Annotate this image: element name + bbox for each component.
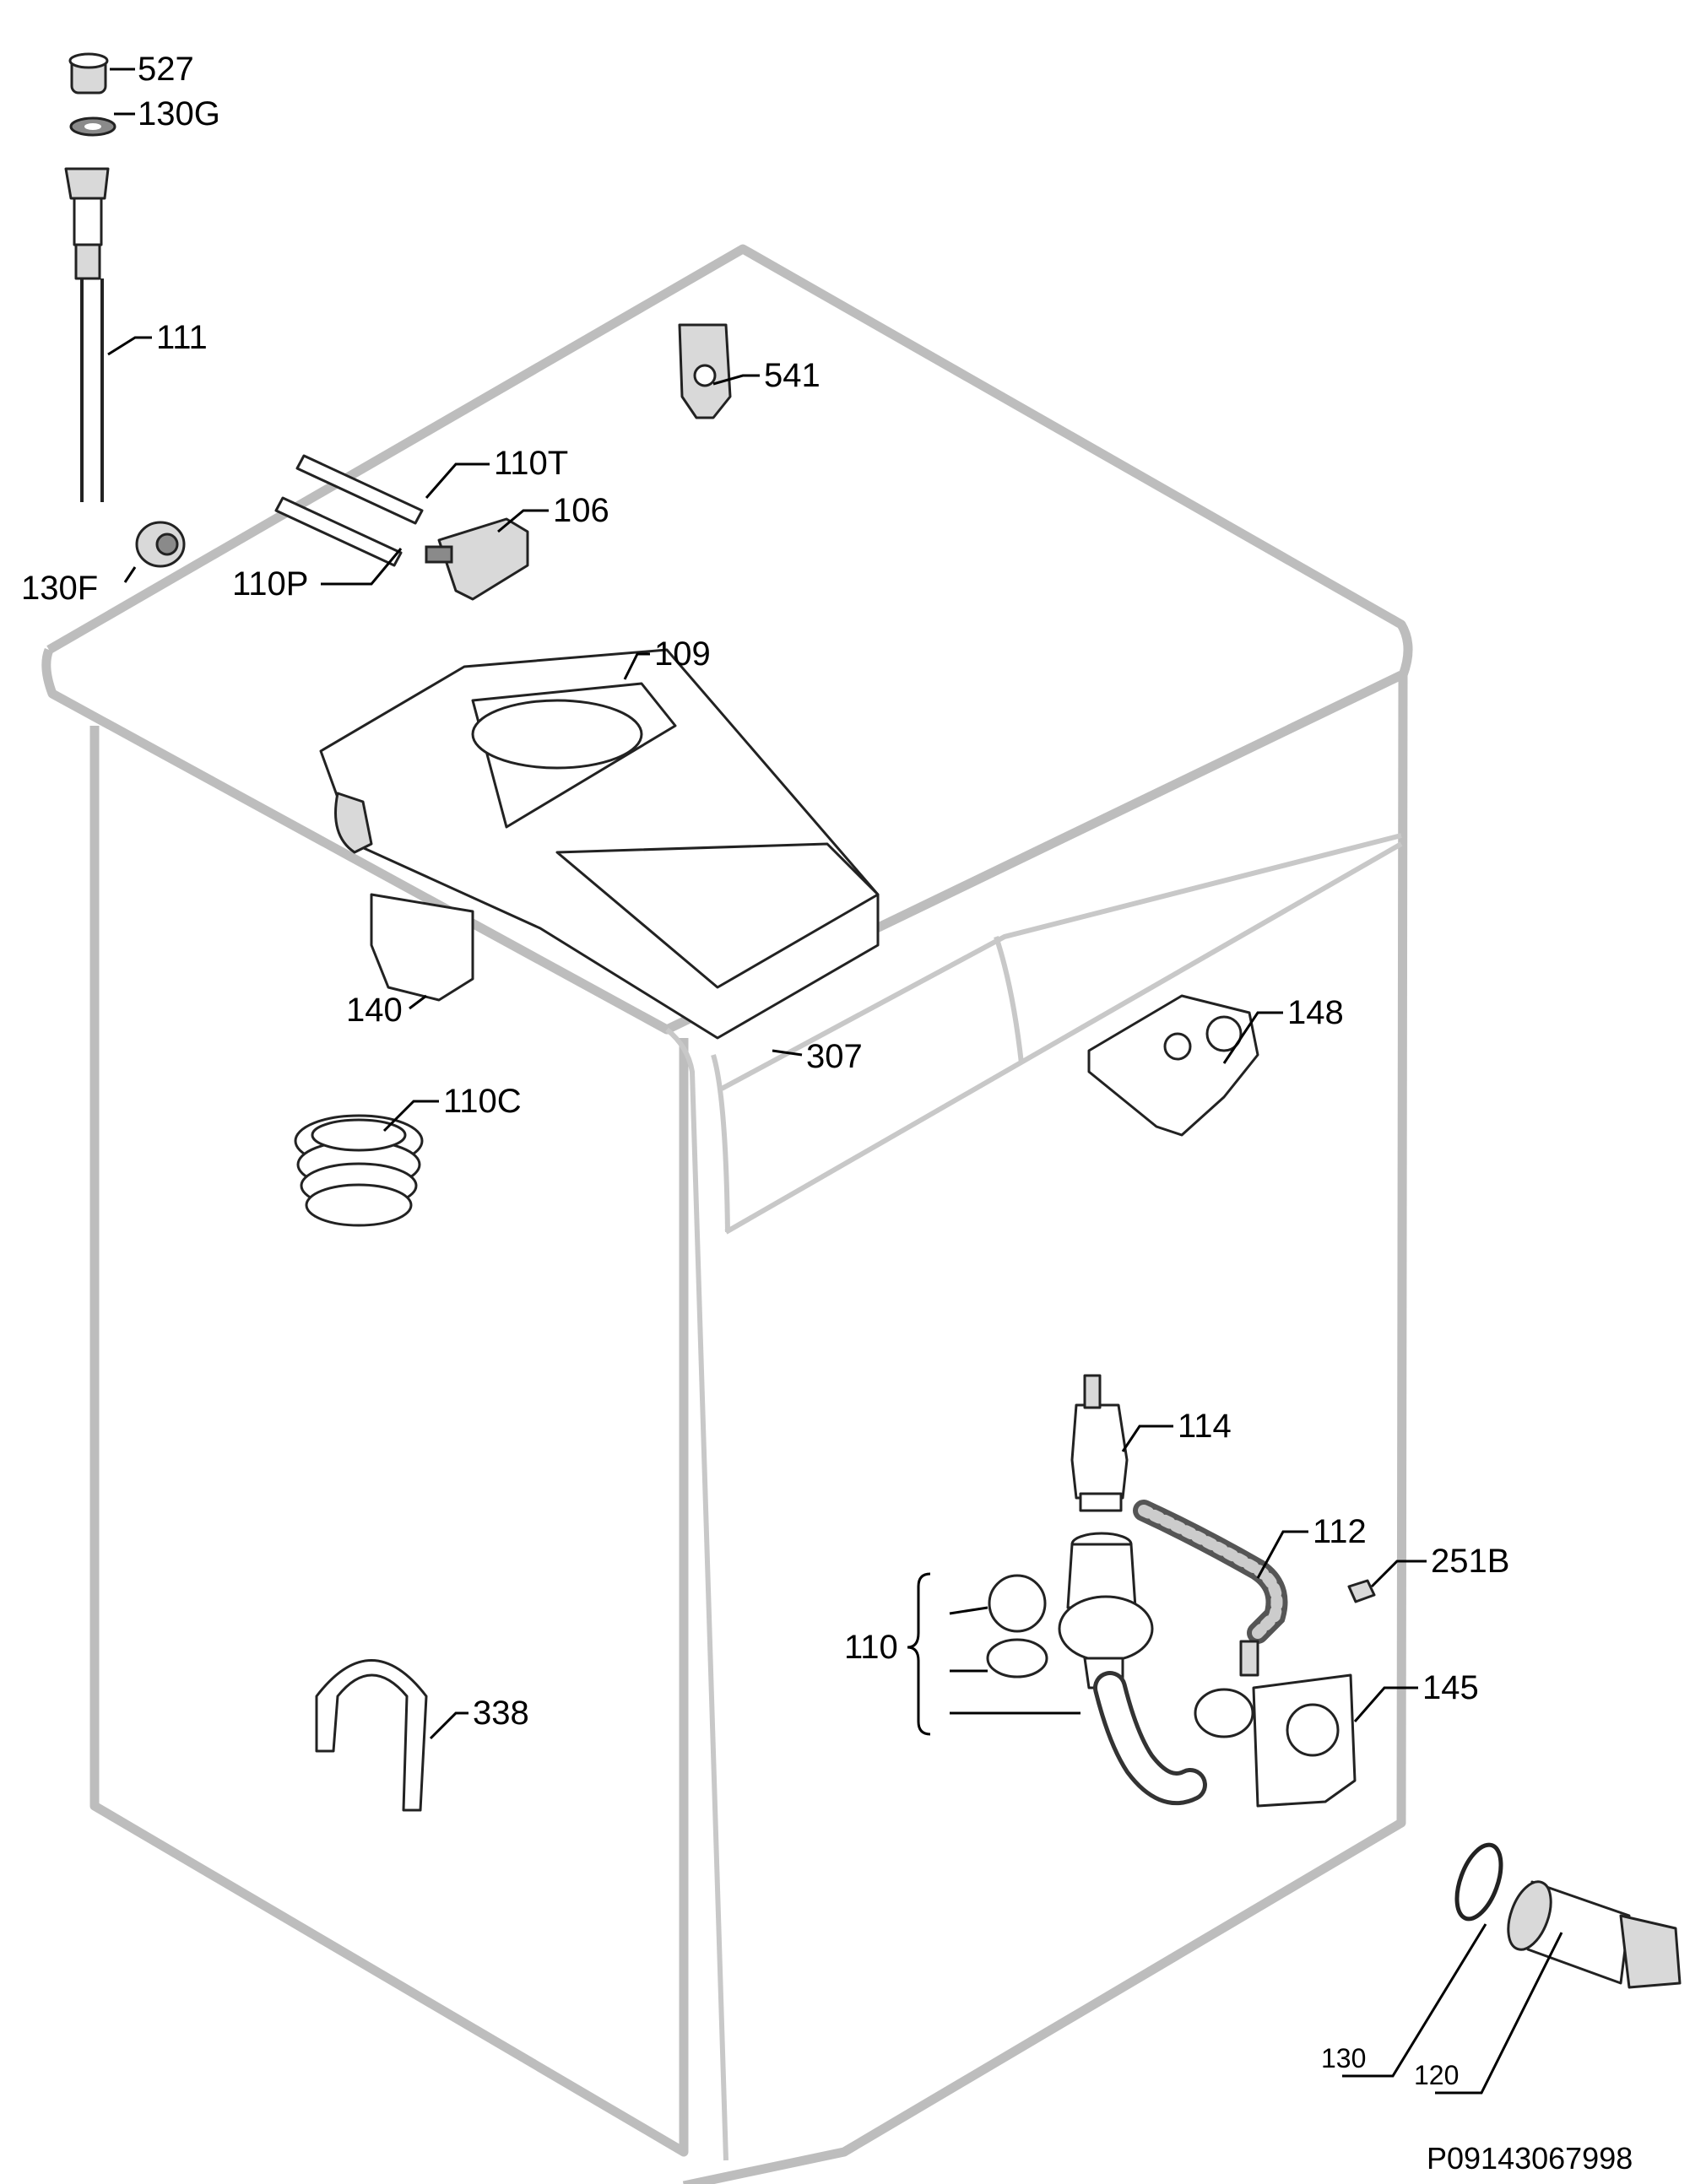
callout-106: 106: [553, 492, 609, 529]
callout-120: 120: [1414, 2060, 1459, 2090]
part-338-hose-guide: [315, 1659, 428, 1812]
callout-527: 527: [138, 51, 194, 88]
part-114-air-chamber: [1070, 1374, 1129, 1512]
callout-130g: 130G: [138, 95, 220, 132]
callout-338: 338: [473, 1695, 529, 1732]
callout-110p: 110P: [232, 565, 308, 603]
part-109-dispenser-housing: [319, 648, 880, 1040]
part-106-valve: [425, 517, 529, 601]
part-120-filter: [1507, 1880, 1682, 1989]
callout-109: 109: [654, 635, 711, 673]
part-112-hose: [1133, 1500, 1288, 1644]
part-111-inlet-hose: [64, 167, 110, 502]
callout-541: 541: [764, 357, 821, 394]
part-527-cap: [68, 52, 109, 95]
callout-130f: 130F: [21, 570, 98, 607]
callout-114: 114: [1178, 1408, 1232, 1445]
part-140-duct: [334, 792, 474, 1002]
part-130-ring: [1454, 1842, 1503, 1922]
part-145-pump-housing: [1194, 1640, 1357, 1808]
callout-111: 111: [156, 319, 208, 356]
cabinet-outline: [41, 244, 1413, 2184]
callout-148: 148: [1287, 994, 1344, 1031]
callout-145: 145: [1422, 1669, 1479, 1706]
callout-307: 307: [806, 1038, 863, 1075]
part-251b-clip: [1347, 1579, 1376, 1603]
part-148-drawer-handle: [1087, 994, 1259, 1137]
document-id: P09143067998: [1427, 2141, 1633, 2176]
callout-110c: 110C: [443, 1083, 522, 1120]
callout-140: 140: [346, 992, 403, 1029]
part-130f-fitting: [135, 521, 186, 568]
callout-130: 130: [1321, 2043, 1366, 2073]
leader-lines: [107, 68, 1563, 2095]
part-541-bracket: [678, 323, 732, 419]
callout-110: 110: [844, 1629, 898, 1666]
part-130g-washer: [69, 116, 116, 137]
part-110-sump-assembly: [986, 1532, 1207, 1805]
callout-labels: 527 130G 111 130F 110T 110P 106 541 109 …: [21, 51, 1633, 2176]
callout-110t: 110T: [494, 445, 568, 482]
callout-251b: 251B: [1431, 1543, 1509, 1580]
callout-112: 112: [1313, 1513, 1367, 1550]
part-110t-110p-tubes: [274, 454, 424, 567]
part-110c-bellows: [294, 1114, 424, 1227]
